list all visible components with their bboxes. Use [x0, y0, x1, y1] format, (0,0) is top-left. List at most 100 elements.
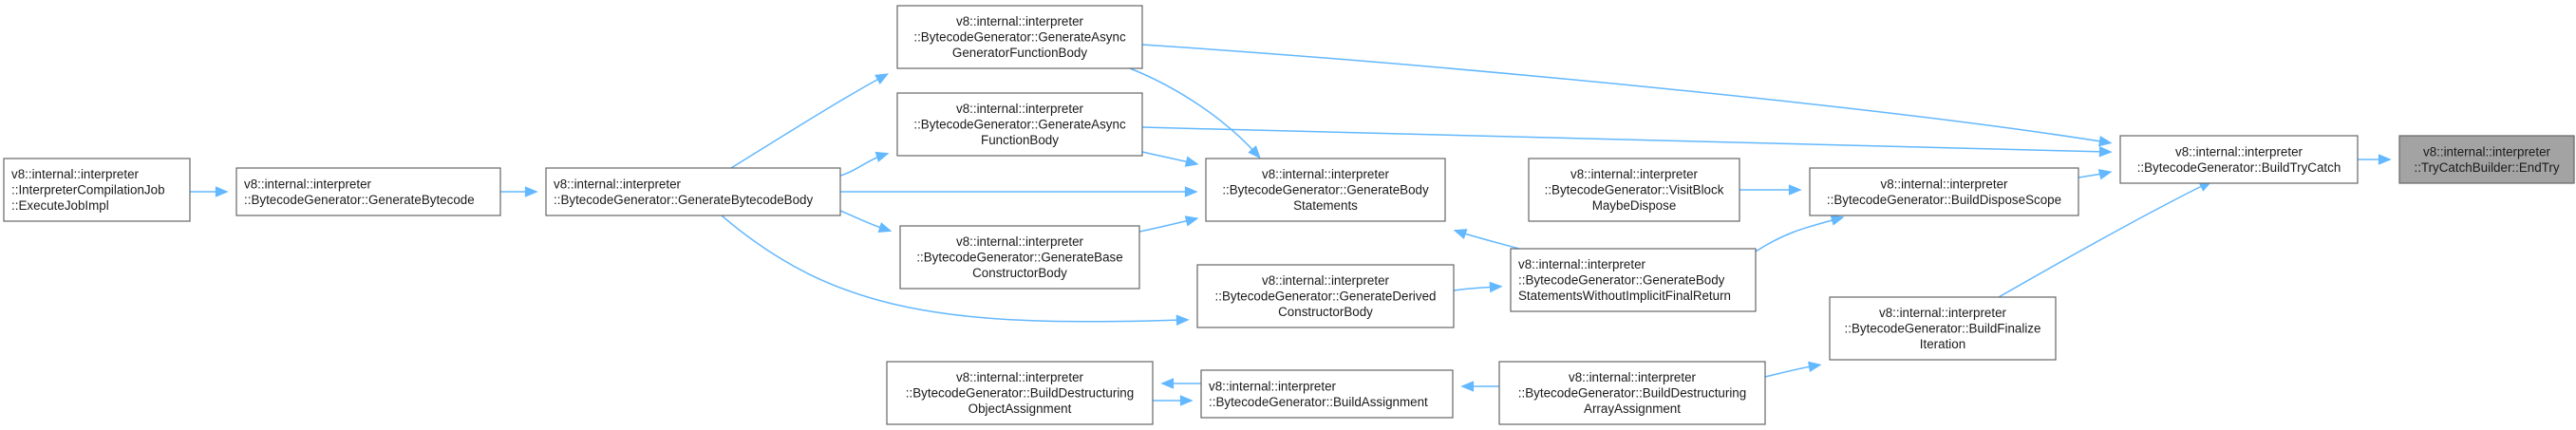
node-box [896, 92, 1143, 157]
edge-noreturn-to-dispose-arrowhead [1830, 215, 1845, 226]
edge-bytecodebody-to-asyncfn-arrowhead [874, 151, 890, 162]
edge-destructobj-to-assign [1153, 395, 1194, 406]
node-box [2119, 135, 2359, 184]
node-label-line: ::InterpreterCompilationJob [11, 183, 165, 197]
edge-asyncfn-to-trycatch [1141, 126, 2113, 158]
edge-asyncfn-to-bodystmts-line [1141, 151, 1194, 164]
edge-asyncfn-to-trycatch-line [1141, 126, 2108, 153]
edge-asyncgen-to-bodystmts [1129, 67, 1261, 159]
node-box [1829, 296, 2057, 361]
node-label-line: Iteration [1920, 337, 1965, 351]
node-box [3, 158, 191, 222]
node-label-line: v8::internal::interpreter [1879, 306, 2007, 320]
edge-destructarray-to-finalize-line [1764, 365, 1817, 378]
node-box [1809, 167, 2079, 216]
edge-bytecodebody-to-asyncgen-arrowhead [874, 73, 889, 84]
edge-destructarray-to-assign-arrowhead [1460, 381, 1475, 392]
edge-noreturn-to-bodystmts [1453, 229, 1520, 250]
node-execjob[interactable]: v8::internal::interpreter::InterpreterCo… [3, 158, 191, 222]
node-box [1205, 158, 1446, 222]
edge-execjob-to-bytecode-arrowhead [215, 186, 229, 197]
node-box [1498, 361, 1766, 425]
node-label-line: v8::internal::interpreter [11, 167, 140, 181]
node-label-line: ::BytecodeGenerator::GenerateBody [1518, 273, 1725, 288]
node-label-line: v8::internal::interpreter [956, 370, 1084, 384]
node-label-line: v8::internal::interpreter [1262, 167, 1390, 181]
node-label-line: v8::internal::interpreter [956, 234, 1084, 249]
node-buildfinalize[interactable]: v8::internal::interpreter::BytecodeGener… [1829, 296, 2057, 361]
node-builddispose[interactable]: v8::internal::interpreter::BytecodeGener… [1809, 167, 2079, 216]
edge-assign-to-destructobj [1160, 378, 1201, 389]
node-label-line: ::BytecodeGenerator::BuildDisposeScope [1827, 193, 2061, 207]
edge-destructobj-to-assign-arrowhead [1179, 395, 1194, 406]
edge-trycatch-to-endtry [2358, 154, 2392, 165]
node-label-line: v8::internal::interpreter [956, 14, 1084, 28]
edge-bytecode-to-bytecodebody [500, 186, 538, 197]
edge-asyncfn-to-bodystmts [1141, 151, 1199, 167]
edge-bytecodebody-to-basector-arrowhead [877, 222, 893, 234]
node-visitblock[interactable]: v8::internal::interpreter::BytecodeGener… [1528, 158, 1740, 222]
edge-asyncgen-to-trycatch-line [1141, 44, 2108, 143]
edge-destructarray-to-finalize-arrowhead [1808, 361, 1822, 373]
node-genbasector[interactable]: v8::internal::interpreter::BytecodeGener… [899, 225, 1140, 290]
edge-asyncgen-to-bodystmts-arrowhead [1248, 145, 1261, 159]
node-genderivedctor[interactable]: v8::internal::interpreter::BytecodeGener… [1196, 264, 1455, 328]
node-label-line: GeneratorFunctionBody [952, 46, 1087, 60]
node-label-line: v8::internal::interpreter [2423, 144, 2551, 159]
edge-asyncgen-to-trycatch-arrowhead [2098, 136, 2113, 147]
edge-trycatch-to-endtry-arrowhead [2378, 154, 2392, 165]
node-genbytecode[interactable]: v8::internal::interpreter::BytecodeGener… [235, 167, 501, 216]
edge-asyncfn-to-trycatch-arrowhead [2098, 146, 2113, 158]
call-graph-nodes: v8::internal::interpreter::TryCatchBuild… [3, 5, 2575, 425]
node-endtry[interactable]: v8::internal::interpreter::TryCatchBuild… [2398, 135, 2575, 184]
node-label-line: v8::internal::interpreter [1262, 273, 1390, 288]
node-genbodynoreturn[interactable]: v8::internal::interpreter::BytecodeGener… [1510, 248, 1757, 312]
edge-basector-to-bodystmts [1138, 215, 1199, 233]
edge-asyncgen-to-bodystmts-line [1129, 67, 1258, 156]
node-label-line: ::BytecodeGenerator::GenerateBytecode [244, 193, 475, 207]
node-label-line: v8::internal::interpreter [956, 102, 1084, 116]
edge-bytecodebody-to-basector [839, 210, 893, 234]
node-label-line: ::TryCatchBuilder::EndTry [2414, 160, 2559, 175]
node-buildtrycatch[interactable]: v8::internal::interpreter::BytecodeGener… [2119, 135, 2359, 184]
edge-bytecode-to-bytecodebody-arrowhead [524, 186, 538, 197]
node-box [235, 167, 501, 216]
node-label-line: ::BytecodeGenerator::GenerateBody [1222, 183, 1429, 197]
node-box [1200, 369, 1454, 419]
node-label-line: ::BytecodeGenerator::BuildTryCatch [2137, 160, 2341, 175]
node-buildassign[interactable]: v8::internal::interpreter::BytecodeGener… [1200, 369, 1454, 419]
node-builddestructarray[interactable]: v8::internal::interpreter::BytecodeGener… [1498, 361, 1766, 425]
node-box [2398, 135, 2575, 184]
edge-destructarray-to-finalize [1764, 361, 1822, 378]
edge-asyncgen-to-trycatch [1141, 44, 2113, 147]
node-label-line: ::BytecodeGenerator::BuildDestructuring [1518, 386, 1746, 401]
node-genbodystmts[interactable]: v8::internal::interpreter::BytecodeGener… [1205, 158, 1446, 222]
node-label-line: ::BytecodeGenerator::BuildAssignment [1209, 395, 1428, 409]
edge-execjob-to-bytecode [190, 186, 229, 197]
node-label-line: v8::internal::interpreter [1209, 379, 1337, 393]
node-genasyncfn[interactable]: v8::internal::interpreter::BytecodeGener… [896, 92, 1143, 157]
node-label-line: v8::internal::interpreter [554, 177, 682, 191]
node-label-line: v8::internal::interpreter [1570, 167, 1699, 181]
node-genbytecodebody[interactable]: v8::internal::interpreter::BytecodeGener… [545, 167, 841, 216]
node-label-line: ObjectAssignment [968, 402, 1072, 416]
edge-basector-to-bodystmts-arrowhead [1184, 215, 1199, 227]
node-genasyncgen[interactable]: v8::internal::interpreter::BytecodeGener… [896, 5, 1143, 69]
call-graph-edges [190, 44, 2392, 406]
edge-bytecodebody-to-derived-arrowhead [1175, 314, 1190, 327]
node-label-line: ::BytecodeGenerator::BuildDestructuring [906, 386, 1134, 401]
edge-noreturn-to-dispose [1755, 215, 1845, 252]
node-box [886, 361, 1154, 425]
edge-derived-to-noreturn-arrowhead [1489, 281, 1503, 293]
node-label-line: StatementsWithoutImplicitFinalReturn [1518, 289, 1731, 303]
node-label-line: ::BytecodeGenerator::GenerateAsync [913, 30, 1126, 45]
edge-derived-to-noreturn [1453, 281, 1503, 293]
node-label-line: ::BytecodeGenerator::GenerateBase [916, 251, 1122, 265]
node-label-line: ConstructorBody [972, 266, 1067, 280]
edge-noreturn-to-bodystmts-line [1457, 231, 1520, 250]
edge-assign-to-destructobj-arrowhead [1160, 378, 1175, 389]
node-box [545, 167, 841, 216]
edge-basector-to-bodystmts-line [1138, 218, 1194, 233]
node-label-line: v8::internal::interpreter [244, 177, 372, 191]
node-builddestructobj[interactable]: v8::internal::interpreter::BytecodeGener… [886, 361, 1154, 425]
